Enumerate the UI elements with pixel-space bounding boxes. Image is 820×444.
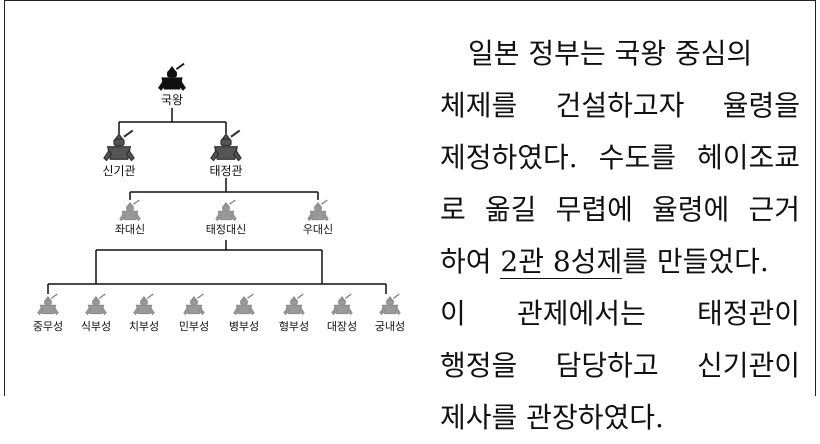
node-ministry-7: 대장성 bbox=[327, 293, 357, 333]
node-ministry-4-label: 민부성 bbox=[179, 320, 209, 333]
paragraph-line-7: 행정을 담당하고 신기관이 bbox=[440, 349, 800, 382]
node-ministry-5-label: 병부성 bbox=[229, 320, 259, 333]
node-ministry-1: 중무성 bbox=[33, 293, 63, 333]
node-ministry-8-label: 궁내성 bbox=[375, 320, 405, 333]
node-ministry-8: 궁내성 bbox=[375, 293, 405, 333]
node-ministry-3: 치부성 bbox=[129, 293, 159, 333]
node-ministry-5: 병부성 bbox=[229, 293, 259, 333]
node-taejeonggwan: 태정관 bbox=[209, 129, 243, 178]
node-singigwan: 신기관 bbox=[102, 129, 136, 178]
chart-connectors bbox=[47, 108, 387, 294]
ministry-8-figure-icon bbox=[379, 293, 401, 316]
ministry-7-figure-icon bbox=[331, 293, 353, 316]
paragraph-line-2: 체제를 건설하고자 율령을 bbox=[440, 89, 800, 122]
node-king-label: 국왕 bbox=[161, 93, 183, 107]
paragraph-line-5: 하여 2관 8성제를 만들었다. bbox=[440, 236, 800, 288]
node-ministry-1-label: 중무성 bbox=[33, 320, 63, 333]
node-ministry-2-label: 식부성 bbox=[81, 320, 111, 333]
org-chart: 국왕 신기관 태정관 좌대신 태정대신 우대신 중무성 식부성 치부성 민부성 … bbox=[33, 62, 405, 333]
node-king: 국왕 bbox=[157, 62, 187, 107]
ministry-5-figure-icon bbox=[233, 293, 255, 316]
node-ministry-7-label: 대장성 bbox=[327, 320, 357, 333]
paragraph-line-8: 제사를 관장하였다. bbox=[440, 401, 664, 434]
udaesin-figure-icon bbox=[307, 199, 329, 222]
taejeongdaesin-figure-icon bbox=[215, 199, 237, 222]
paragraph-line-5-pre: 하여 bbox=[440, 245, 501, 278]
paragraph-line-5-post: 를 만들었다. bbox=[622, 245, 769, 278]
paragraph-line-3: 제정하였다. 수도를 헤이조쿄 bbox=[440, 141, 800, 174]
node-ministry-6-label: 형부성 bbox=[279, 320, 309, 333]
node-ministry-3-label: 치부성 bbox=[129, 320, 159, 333]
ministry-2-figure-icon bbox=[85, 293, 107, 316]
node-taejeongdaesin-label: 태정대신 bbox=[206, 223, 246, 236]
node-jwadaesin: 좌대신 bbox=[115, 199, 145, 236]
ministry-3-figure-icon bbox=[133, 293, 155, 316]
node-ministry-6: 형부성 bbox=[279, 293, 309, 333]
ministry-1-figure-icon bbox=[37, 293, 59, 316]
node-ministry-4: 민부성 bbox=[179, 293, 209, 333]
paragraph-line-6: 이 관제에서는 태정관이 bbox=[440, 297, 800, 330]
paragraph-line-1: 일본 정부는 국왕 중심의 bbox=[468, 37, 753, 70]
node-udaesin-label: 우대신 bbox=[303, 223, 333, 236]
content-frame bbox=[4, 0, 816, 396]
singigwan-figure-icon bbox=[103, 129, 135, 162]
node-udaesin: 우대신 bbox=[303, 199, 333, 236]
node-singigwan-label: 신기관 bbox=[102, 164, 135, 178]
king-figure-icon bbox=[157, 62, 187, 91]
paragraph-line-4: 로 옮길 무렵에 율령에 근거 bbox=[440, 193, 800, 226]
node-jwadaesin-label: 좌대신 bbox=[115, 223, 145, 236]
node-taejeongdaesin: 태정대신 bbox=[206, 199, 246, 236]
ministry-4-figure-icon bbox=[183, 293, 205, 316]
underlined-term: 2관 8성제 bbox=[500, 245, 623, 279]
explanation-paragraph: 일본 정부는 국왕 중심의 체제를 건설하고자 율령을 제정하였다. 수도를 헤… bbox=[440, 28, 800, 444]
ministry-6-figure-icon bbox=[283, 293, 305, 316]
node-ministry-2: 식부성 bbox=[81, 293, 111, 333]
ministry-nodes: 중무성 식부성 치부성 민부성 병부성 형부성 대장성 궁내성 bbox=[33, 293, 405, 333]
taejeonggwan-figure-icon bbox=[210, 129, 242, 162]
node-taejeonggwan-label: 태정관 bbox=[209, 164, 242, 178]
jwadaesin-figure-icon bbox=[119, 199, 141, 222]
